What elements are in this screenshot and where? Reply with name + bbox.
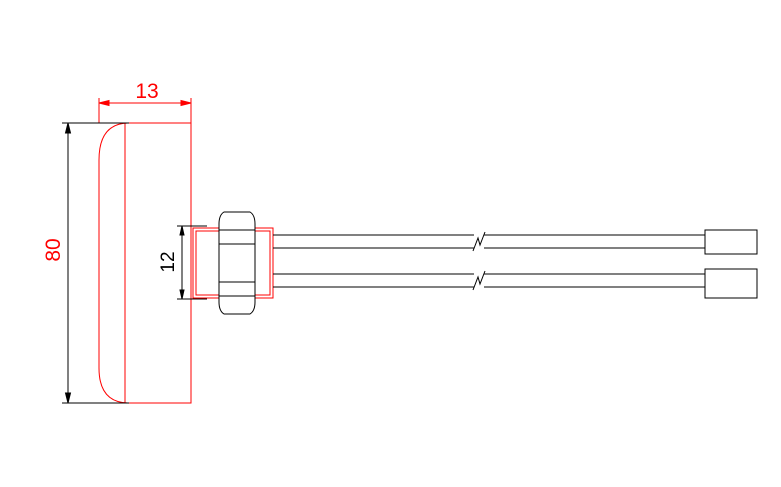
hex-nut-outline [218,211,256,315]
cable-lower [273,268,758,299]
cable-lower-connector [704,268,758,299]
antenna-body-outline [98,122,192,404]
height-dimension: 80 [42,122,129,404]
hex-nut [218,211,256,315]
width-arrow-right [180,99,192,107]
cable-upper [273,229,758,255]
thread-arrow-top [179,225,185,236]
height-dimension-label: 80 [42,238,65,261]
thread-arrow-bottom [179,289,185,300]
cable-upper-break-symbol [472,231,486,252]
width-dimension-label: 13 [135,80,158,103]
antenna-body [98,122,192,404]
width-arrow-left [98,99,110,107]
cable-lower-break-symbol [472,270,486,291]
width-dimension: 13 [98,80,192,123]
cable-upper-connector [704,229,758,255]
height-arrow-bottom [64,392,72,404]
height-arrow-top [64,122,72,134]
thread-dimension: 12 [158,225,207,300]
thread-dimension-label: 12 [158,251,179,272]
